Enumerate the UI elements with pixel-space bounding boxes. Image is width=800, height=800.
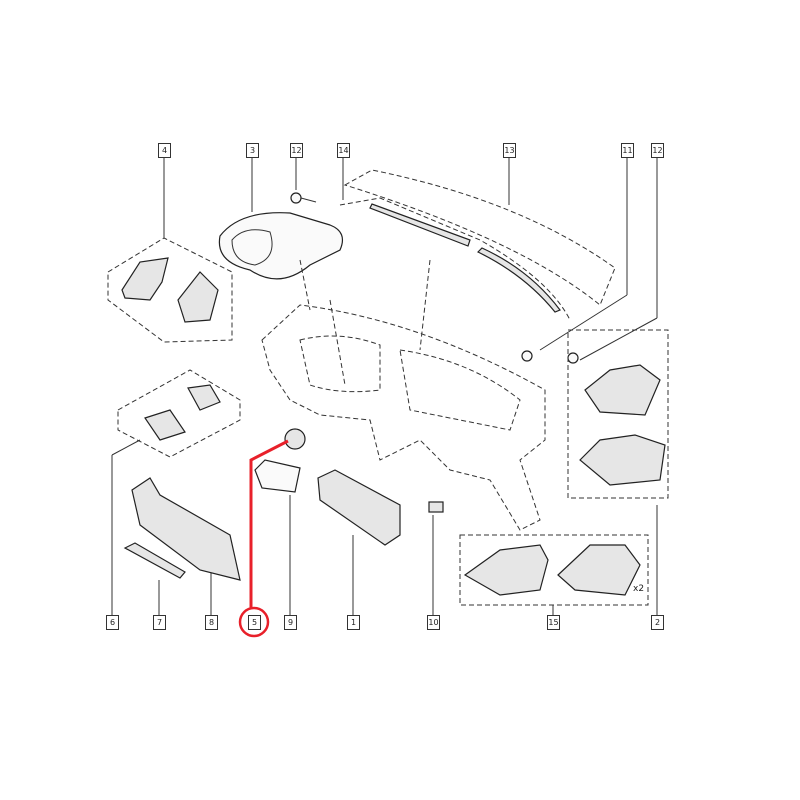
- callout-12-right: 12: [651, 143, 664, 158]
- callout-6: 6: [106, 615, 119, 630]
- callout-8: 8: [205, 615, 218, 630]
- dashboard-outline: [261, 304, 546, 531]
- callout-2: 2: [651, 615, 664, 630]
- callout-1: 1: [347, 615, 360, 630]
- part-8-lower-panel: [131, 477, 241, 581]
- part-3-hood: [218, 212, 343, 280]
- part-15-vent-a: [463, 544, 549, 596]
- part-14-vent-left: [369, 203, 471, 247]
- highlight-leader: [249, 439, 289, 608]
- highlight-circle: [238, 606, 270, 638]
- callout-4: 4: [158, 143, 171, 158]
- callout-7: 7: [153, 615, 166, 630]
- callout-15: 15: [547, 615, 560, 630]
- part-2-vent-b: [579, 434, 666, 486]
- part-2-vent-a: [584, 364, 661, 416]
- part-9-tray: [254, 459, 301, 493]
- callout-12: 12: [290, 143, 303, 158]
- group-2-box: [567, 329, 669, 499]
- callout-14: 14: [337, 143, 350, 158]
- part-6-vent-a: [144, 409, 186, 441]
- part-12-screw: [290, 192, 302, 204]
- callout-11: 11: [621, 143, 634, 158]
- part-11-clip: [521, 350, 533, 362]
- callout-13: 13: [503, 143, 516, 158]
- callout-10: 10: [427, 615, 440, 630]
- part-1-glovebox: [317, 469, 401, 546]
- part-10-switch: [428, 501, 444, 513]
- part-12-screw-right: [567, 352, 579, 364]
- part-13-trim: [343, 169, 616, 306]
- callout-5: 5: [248, 615, 261, 630]
- part-5-grille: [284, 428, 306, 450]
- part-15-vent-b: [557, 544, 641, 596]
- quantity-note: x2: [633, 584, 645, 594]
- part-4-left: [121, 257, 169, 301]
- group-4-box: [107, 237, 233, 343]
- group-6-box: [117, 369, 241, 458]
- callout-9: 9: [284, 615, 297, 630]
- leader-lines: [111, 157, 658, 615]
- part-14-vent-right: [476, 247, 561, 313]
- part-4-right: [177, 271, 219, 323]
- part-7-cover: [123, 542, 186, 579]
- callout-3: 3: [246, 143, 259, 158]
- part-6-vent-b: [187, 384, 221, 411]
- group-15-box: [459, 534, 649, 606]
